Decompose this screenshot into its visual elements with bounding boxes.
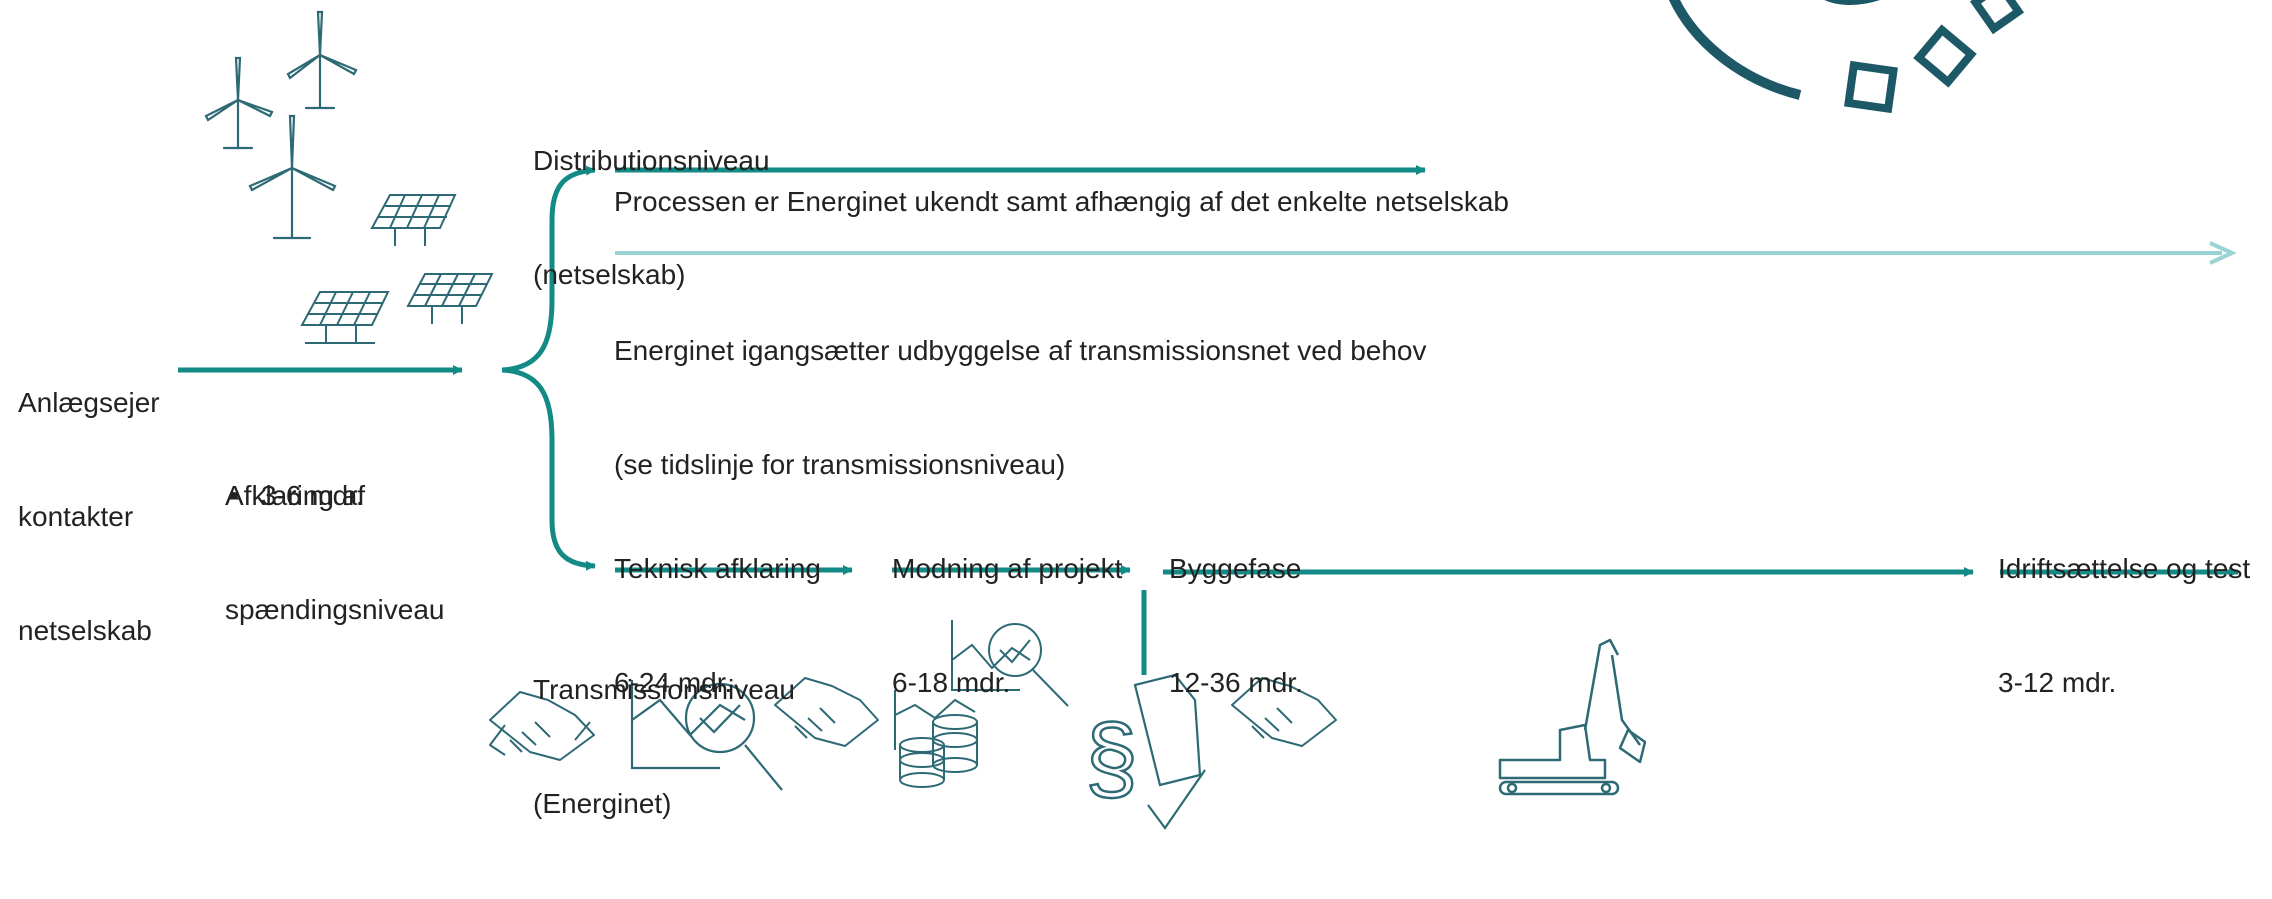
distribution-process-note: Processen er Energinet ukendt samt afhæn…	[614, 186, 1509, 217]
expansion-note: Energinet igangsætter udbyggelse af tran…	[614, 256, 1427, 560]
start-label-line: kontakter	[18, 501, 134, 532]
distribution-title-line: Distributionsniveau	[533, 145, 770, 176]
chart-magnifier-icon	[951, 620, 1069, 707]
process-diagram: § Anlægsejer kontakter netselskab Afklar…	[0, 0, 2272, 835]
start-label-line: netselskab	[18, 615, 152, 646]
phase-duration: 6-18 mdr.	[892, 667, 1011, 698]
phase-name: Teknisk afklaring	[614, 553, 821, 584]
expansion-note-line: (se tidslinje for transmissionsniveau)	[614, 449, 1066, 480]
expansion-arrowhead	[2209, 241, 2237, 265]
chart-magnifier-icon	[630, 680, 783, 791]
clarification-bullet: 3-6 mdr.	[229, 477, 364, 515]
distribution-title-line: (netselskab)	[533, 259, 686, 290]
handshake-icon	[489, 691, 595, 761]
phase-name: Byggefase	[1169, 553, 1302, 584]
svg-text:§: §	[1085, 705, 1138, 811]
phase-duration: 3-12 mdr.	[1998, 667, 2117, 698]
energinet-logo	[1669, 0, 2025, 114]
handshake-icon	[774, 677, 879, 747]
clarification-title-line: spændingsniveau	[225, 594, 445, 625]
phase-name: Idriftsættelse og test	[1998, 553, 2251, 584]
expansion-note-line: Energinet igangsætter udbyggelse af tran…	[614, 335, 1427, 366]
phase-name: Modning af projekt	[892, 553, 1123, 584]
branch-brace-lower	[501, 367, 596, 571]
phase-modning: Modning af projekt 6-18 mdr.	[892, 474, 1122, 778]
phase-bygge: Byggefase 12-36 mdr.	[1169, 474, 1303, 778]
diagram-graphics: §	[178, 0, 2239, 830]
phase-duration: 6-24 mdr.	[614, 667, 733, 698]
transmission-title-line: Transmissionsniveau	[533, 674, 795, 705]
branch-brace	[501, 165, 596, 373]
coins-chart-icon	[894, 690, 978, 788]
handshake-icon	[1231, 677, 1337, 747]
start-label: Anlægsejer kontakter netselskab	[18, 308, 160, 726]
start-label-line: Anlægsejer	[18, 387, 160, 418]
phase-duration: 12-36 mdr.	[1169, 667, 1303, 698]
phase-idrift: Idriftsættelse og test 3-12 mdr.	[1998, 474, 2250, 778]
transmission-title: Transmissionsniveau (Energinet)	[533, 595, 795, 899]
clarification-title: Afklaring af spændingsniveau	[225, 401, 445, 705]
wind-turbine-icon	[204, 10, 358, 240]
transmission-title-line: (Energinet)	[533, 788, 672, 819]
solar-panel-icon	[300, 194, 494, 344]
distribution-title: Distributionsniveau (netselskab)	[533, 66, 770, 370]
excavator-icon	[1498, 638, 1647, 796]
phase-teknisk: Teknisk afklaring 6-24 mdr.	[614, 474, 821, 778]
paragraph-document-icon: §	[1084, 673, 1206, 830]
clarification-bullets: 3-6 mdr.	[225, 477, 364, 515]
